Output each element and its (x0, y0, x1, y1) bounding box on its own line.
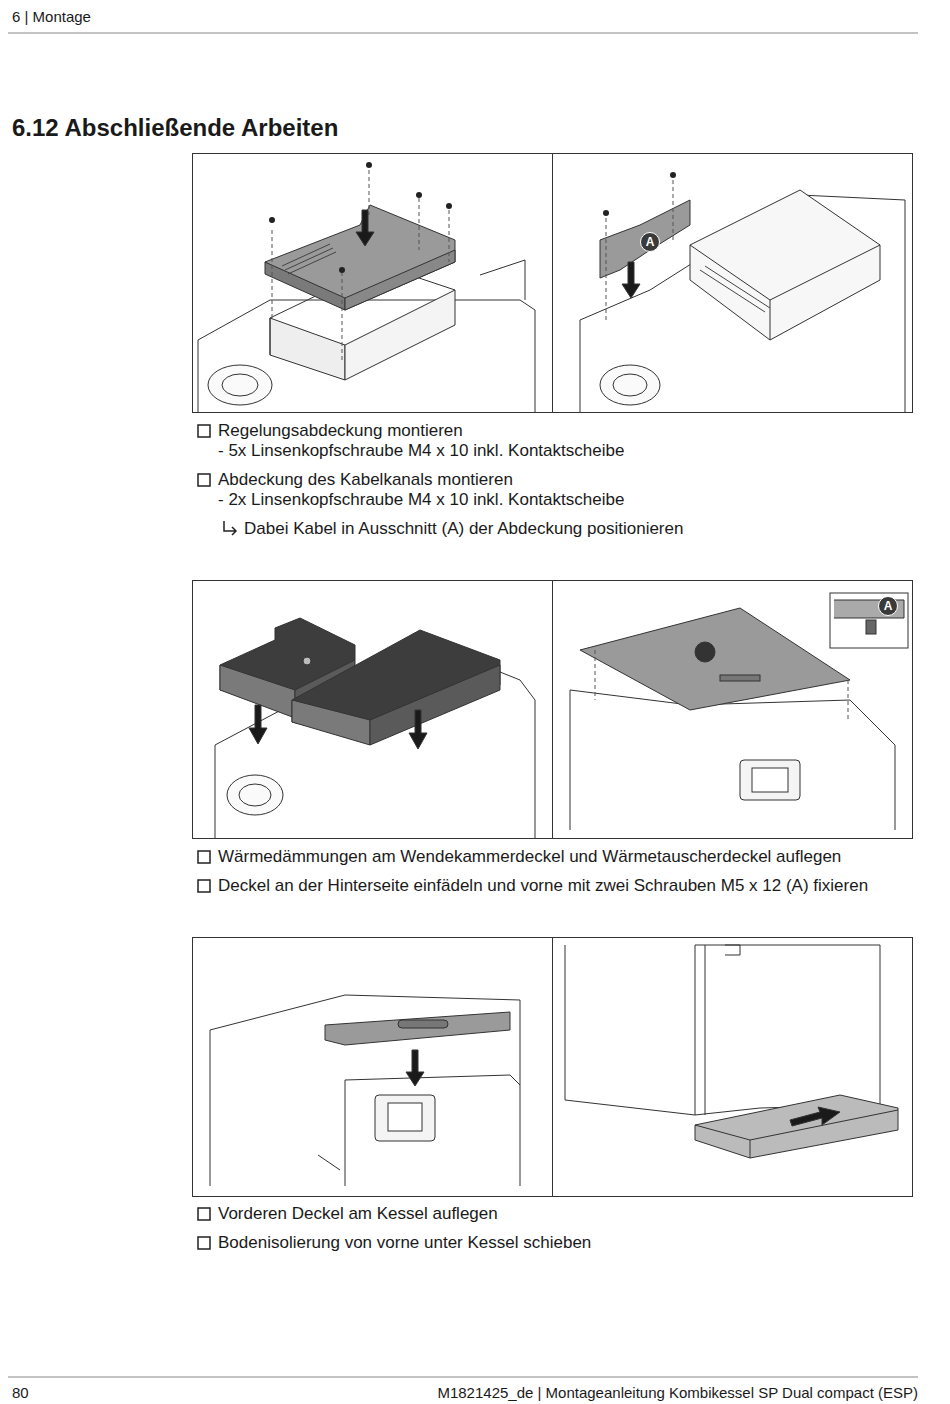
step-detail: - 5x Linsenkopfschraube M4 x 10 inkl. Ko… (218, 441, 624, 461)
document-id: M1821425_de | Montageanleitung Kombikess… (437, 1384, 918, 1402)
callout-letter: A (646, 235, 655, 249)
page-header: 6 | Montage (12, 8, 91, 26)
callout-circle: A (640, 232, 660, 252)
step-note: Dabei Kabel in Ausschnitt (A) der Abdeck… (244, 519, 683, 539)
step-detail: - 2x Linsenkopfschraube M4 x 10 inkl. Ko… (218, 490, 624, 510)
callout-circle: A (878, 596, 898, 616)
step-text: Deckel an der Hinterseite einfädeln und … (218, 876, 868, 896)
step-text: Abdeckung des Kabelkanals montieren (218, 470, 513, 490)
step-text: Bodenisolierung von vorne unter Kessel s… (218, 1233, 591, 1253)
page-number: 80 (12, 1384, 29, 1402)
step-text: Wärmedämmungen am Wendekammerdeckel und … (218, 847, 841, 867)
callout-letter: A (884, 599, 893, 613)
step-text: Vorderen Deckel am Kessel auflegen (218, 1204, 498, 1224)
page-title: 6.12 Abschließende Arbeiten (12, 114, 338, 143)
step-text: Regelungsabdeckung montieren (218, 421, 463, 441)
